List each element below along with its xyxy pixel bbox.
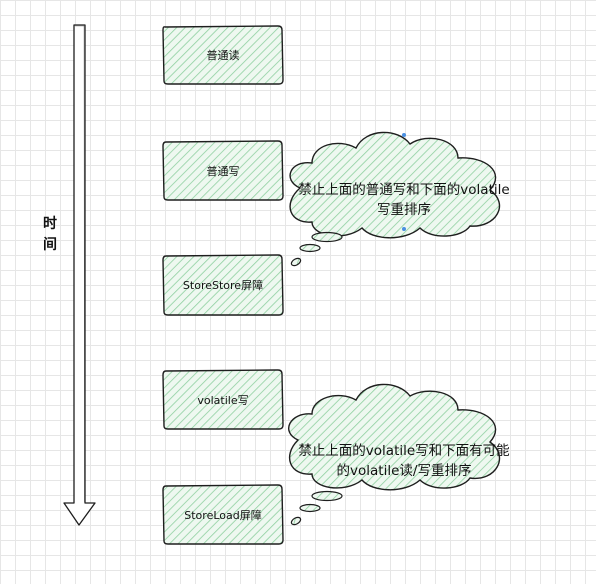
step-label-storeload-barrier: StoreLoad屏障	[184, 508, 262, 522]
thought-cloud-1	[289, 131, 501, 267]
step-box-5	[162, 484, 284, 545]
time-label-line1: 时	[43, 216, 57, 232]
step-box-4	[162, 369, 284, 430]
bubble-1-text: 禁止上面的普通写和下面的volatile 写重排序	[284, 180, 524, 220]
bubble-2-line2: 的volatile读/写重排序	[336, 463, 472, 479]
step-label-storestore-barrier: StoreStore屏障	[182, 279, 264, 292]
step-label-normal-write: 普通写	[206, 164, 240, 178]
step-box-3	[162, 254, 284, 316]
time-label: 时 间	[40, 214, 60, 256]
step-label-volatile-write: volatile写	[197, 393, 249, 407]
bubble-2-text: 禁止上面的volatile写和下面有可能 的volatile读/写重排序	[284, 441, 524, 481]
time-label-line2: 间	[43, 237, 57, 253]
time-arrow	[63, 24, 96, 526]
thought-cloud-2	[288, 383, 501, 526]
step-label-normal-read: 普通读	[206, 49, 240, 62]
bubble-1-line2: 写重排序	[377, 202, 431, 218]
step-box-2	[162, 140, 284, 201]
step-box-1	[162, 25, 284, 85]
bubble-2-line1: 禁止上面的volatile写和下面有可能	[298, 443, 510, 459]
bubble-1-line1: 禁止上面的普通写和下面的volatile	[298, 182, 510, 198]
